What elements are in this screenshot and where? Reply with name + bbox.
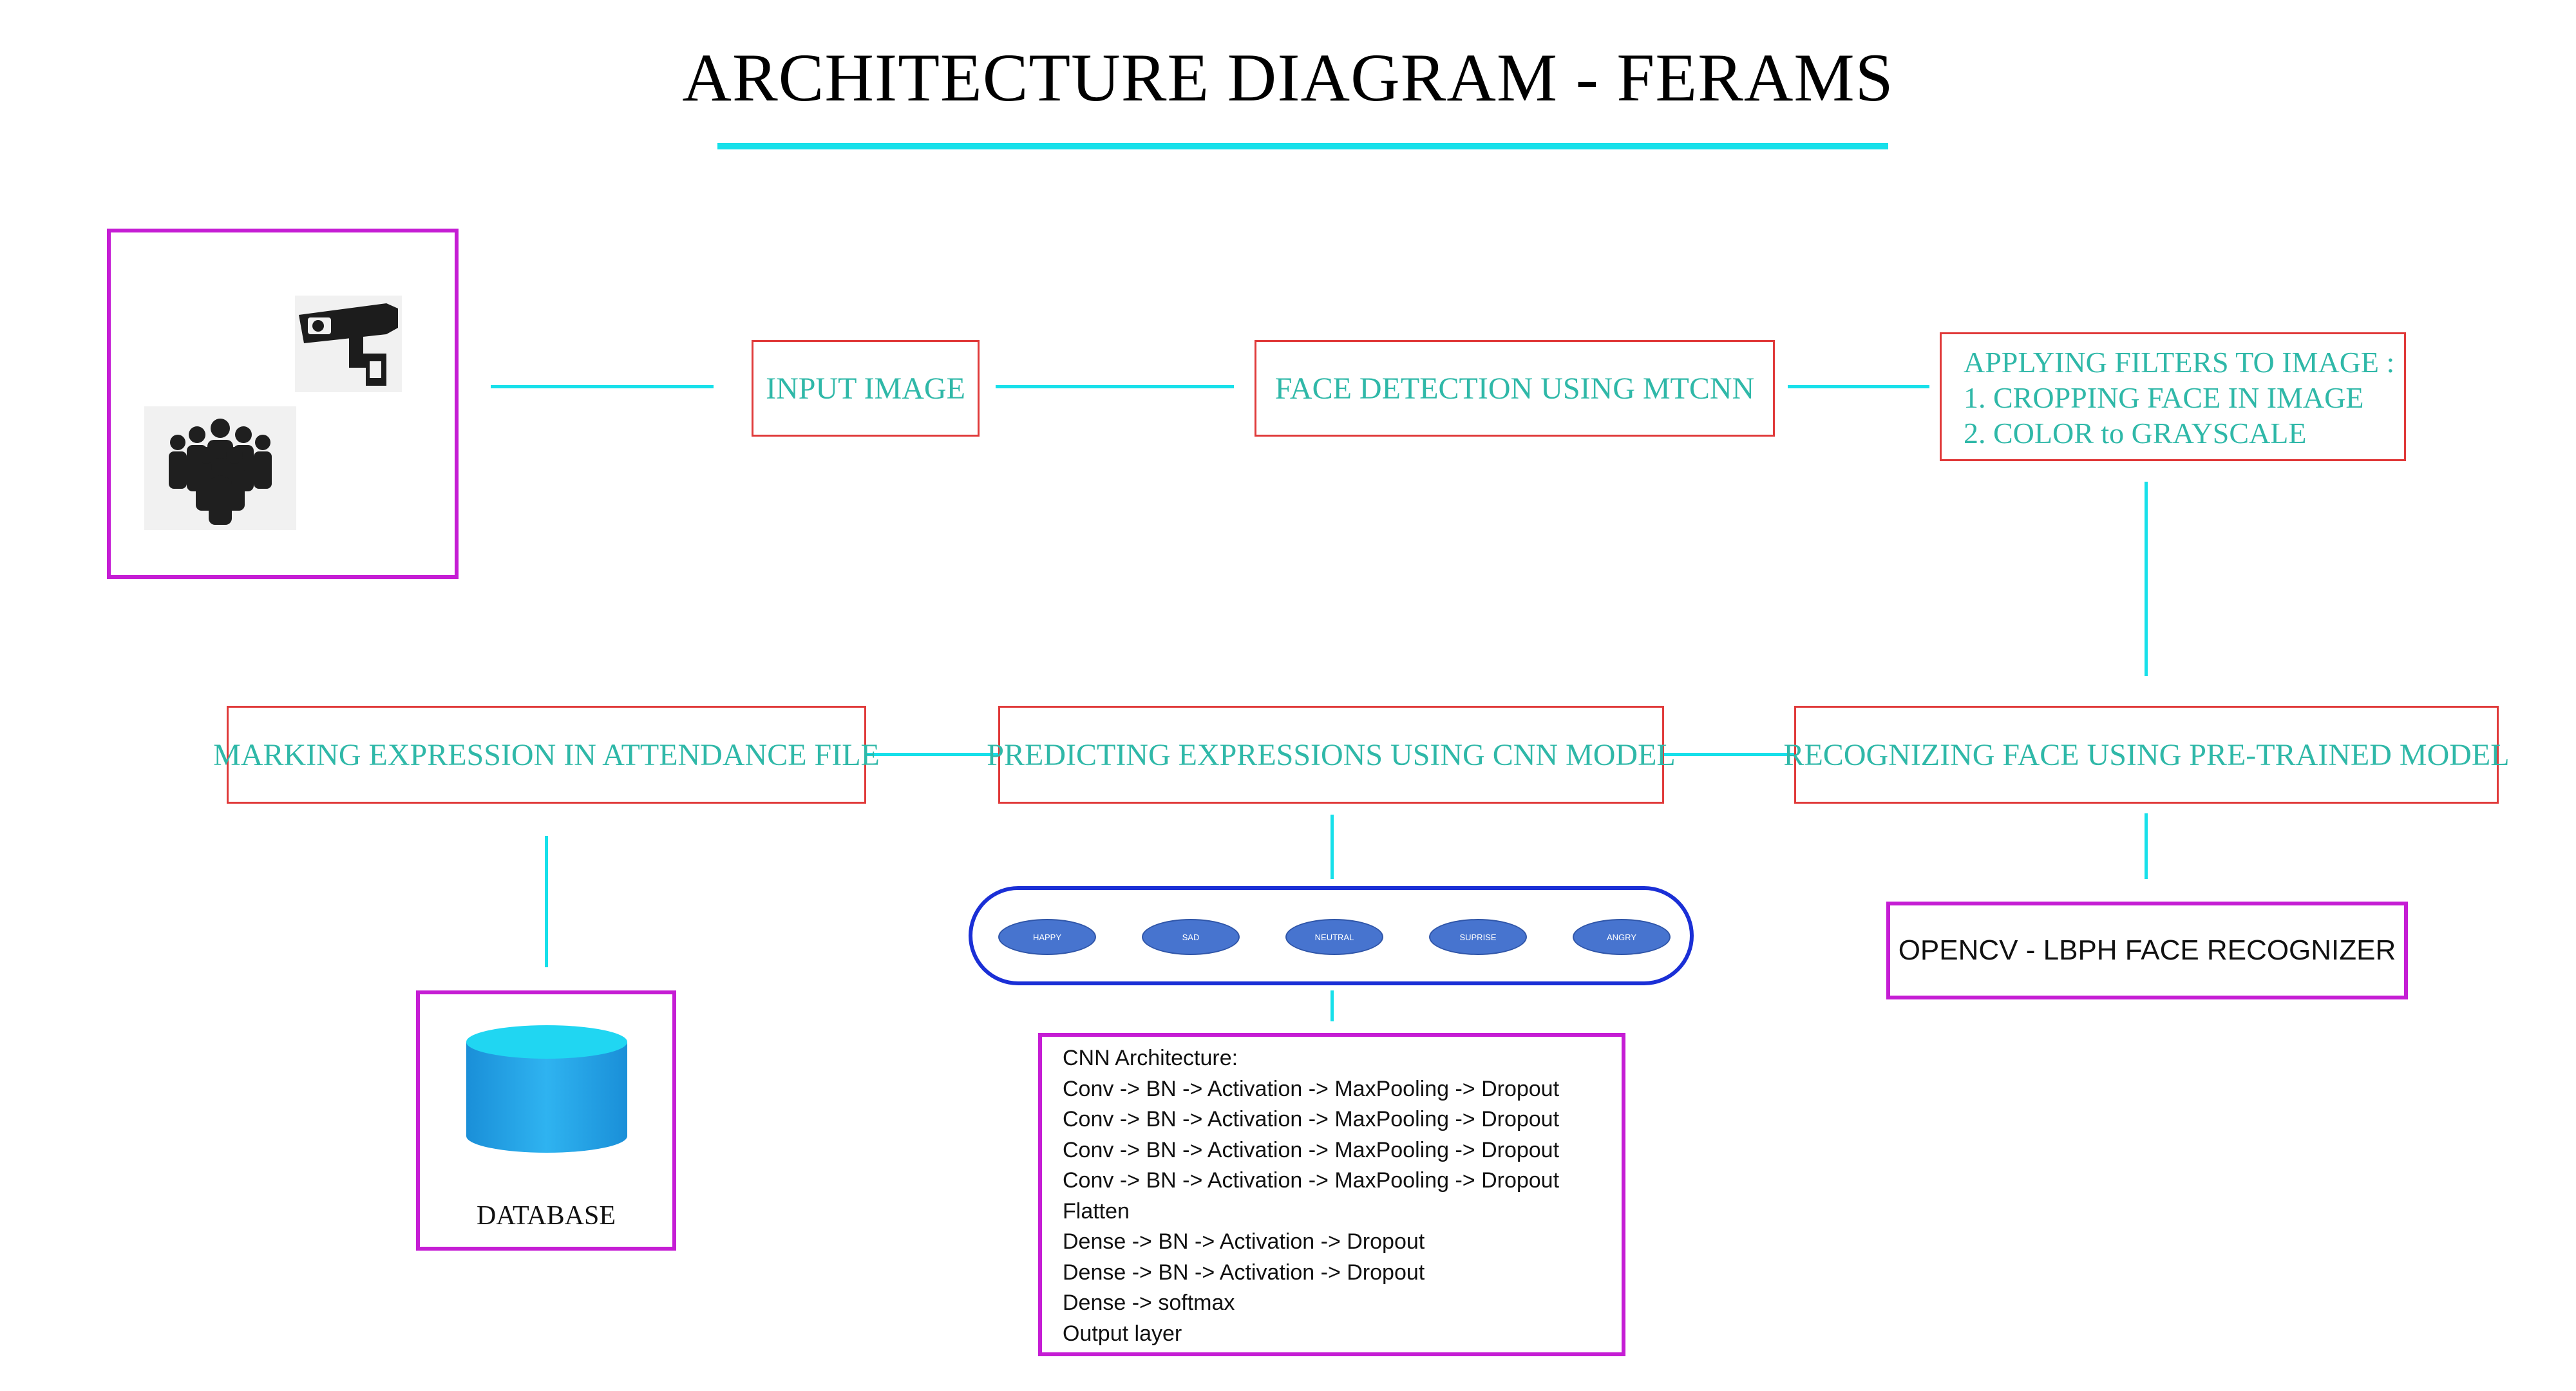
cnn-architecture-box: CNN Architecture: Conv -> BN -> Activati…	[1038, 1033, 1625, 1356]
expression-neutral: NEUTRAL	[1285, 919, 1383, 955]
input-image-label: INPUT IMAGE	[766, 371, 965, 406]
database-cylinder-icon	[462, 1023, 631, 1155]
cnn-layer-line: Flatten	[1063, 1198, 1130, 1224]
image-source-box	[107, 229, 459, 579]
connector-recognizing-to-opencv	[2145, 813, 2148, 879]
filters-step-crop: 1. CROPPING FACE IN IMAGE	[1964, 381, 2364, 414]
filters-heading: APPLYING FILTERS TO IMAGE :	[1964, 346, 2395, 379]
expression-happy: HAPPY	[998, 919, 1096, 955]
cnn-layer-line: Conv -> BN -> Activation -> MaxPooling -…	[1063, 1168, 1560, 1193]
cctv-camera-icon	[290, 294, 406, 397]
cnn-layer-line: Conv -> BN -> Activation -> MaxPooling -…	[1063, 1107, 1560, 1131]
filters-step-grayscale: 2. COLOR to GRAYSCALE	[1964, 417, 2307, 449]
connector-source-to-input	[491, 385, 714, 388]
connector-predicting-to-marking	[867, 753, 998, 756]
predicting-expressions-label: PREDICTING EXPRESSIONS USING CNN MODEL	[987, 737, 1676, 772]
diagram-title: ARCHITECTURE DIAGRAM - FERAMS	[682, 40, 1894, 115]
connector-marking-to-database	[545, 836, 548, 967]
connector-recognizing-to-predicting	[1664, 753, 1797, 756]
opencv-lbph-box: OPENCV - LBPH FACE RECOGNIZER	[1886, 902, 2408, 999]
recognizing-face-node: RECOGNIZING FACE USING PRE-TRAINED MODEL	[1783, 706, 2510, 804]
applying-filters-node: APPLYING FILTERS TO IMAGE : 1. CROPPING …	[1940, 332, 2406, 461]
cnn-layer-line: Output layer	[1063, 1321, 1182, 1346]
people-group-icon	[144, 406, 296, 530]
input-image-node: INPUT IMAGE	[752, 340, 980, 437]
cnn-layer-line: Dense -> BN -> Activation -> Dropout	[1063, 1229, 1425, 1254]
cnn-layer-line: Conv -> BN -> Activation -> MaxPooling -…	[1063, 1137, 1560, 1162]
marking-expression-label: MARKING EXPRESSION IN ATTENDANCE FILE	[213, 737, 880, 772]
predicting-expressions-node: PREDICTING EXPRESSIONS USING CNN MODEL	[987, 706, 1676, 804]
marking-expression-node: MARKING EXPRESSION IN ATTENDANCE FILE	[213, 706, 880, 804]
connector-predicting-to-expressions	[1331, 815, 1334, 879]
expression-angry: ANGRY	[1573, 919, 1671, 955]
connector-input-to-detection	[996, 385, 1234, 388]
opencv-label: OPENCV - LBPH FACE RECOGNIZER	[1898, 934, 2396, 966]
cnn-layer-line: Conv -> BN -> Activation -> MaxPooling -…	[1063, 1076, 1560, 1101]
face-detection-node: FACE DETECTION USING MTCNN	[1255, 340, 1775, 437]
title-underline	[717, 143, 1888, 149]
face-detection-label: FACE DETECTION USING MTCNN	[1274, 371, 1755, 406]
connector-expressions-to-cnn	[1331, 990, 1334, 1021]
cnn-architecture-title: CNN Architecture:	[1063, 1046, 1238, 1070]
connector-detection-to-filters	[1788, 385, 1929, 388]
recognizing-face-label: RECOGNIZING FACE USING PRE-TRAINED MODEL	[1783, 737, 2510, 772]
connector-filters-to-recognizing	[2145, 482, 2148, 676]
expression-sad: SAD	[1142, 919, 1240, 955]
cnn-layer-line: Dense -> BN -> Activation -> Dropout	[1063, 1260, 1425, 1285]
cnn-layer-line: Dense -> softmax	[1063, 1291, 1235, 1315]
database-box: DATABASE	[416, 990, 676, 1251]
database-label: DATABASE	[477, 1201, 616, 1231]
expressions-container: HAPPY SAD NEUTRAL SUPRISE ANGRY	[969, 886, 1694, 985]
expression-suprise: SUPRISE	[1429, 919, 1527, 955]
